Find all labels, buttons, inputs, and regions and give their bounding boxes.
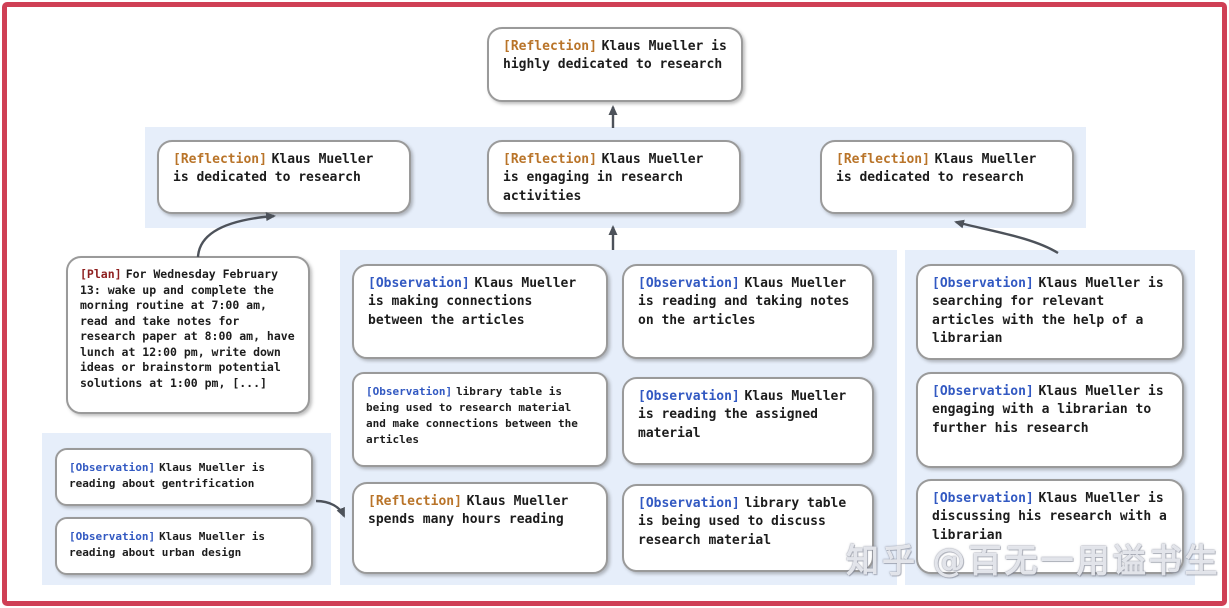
- node-reflection-hours-reading: [Reflection]Klaus Mueller spends many ho…: [352, 482, 608, 574]
- observation-tag: [Observation]: [932, 384, 1034, 399]
- node-observation-library-research: [Observation]library table is being used…: [352, 372, 608, 467]
- node-root-reflection: [Reflection]Klaus Mueller is highly dedi…: [487, 27, 743, 102]
- node-reflection-right: [Reflection]Klaus Mueller is dedicated t…: [820, 140, 1074, 214]
- node-observation-library-discuss: [Observation]library table is being used…: [622, 484, 874, 572]
- node-text: Klaus Mueller is dedicated to research: [836, 152, 1037, 186]
- observation-tag: [Observation]: [638, 496, 740, 511]
- node-text: Klaus Mueller is highly dedicated to res…: [503, 39, 727, 73]
- reflection-tag: [Reflection]: [503, 39, 597, 54]
- observation-tag: [Observation]: [638, 389, 740, 404]
- observation-tag: [Observation]: [368, 276, 470, 291]
- node-observation-taking-notes: [Observation]Klaus Mueller is reading an…: [622, 264, 874, 359]
- node-text: library table is being used to research …: [366, 385, 578, 446]
- node-observation-engaging-librarian: [Observation]Klaus Mueller is engaging w…: [916, 372, 1184, 468]
- plan-tag: [Plan]: [80, 267, 122, 281]
- node-text: Klaus Mueller is reading and taking note…: [638, 276, 850, 328]
- observation-tag: [Observation]: [932, 276, 1034, 291]
- node-observation-gentrification: [Observation]Klaus Mueller is reading ab…: [55, 448, 313, 506]
- node-text: Klaus Mueller is engaging in research ac…: [503, 152, 704, 204]
- node-reflection-left: [Reflection]Klaus Mueller is dedicated t…: [157, 140, 411, 214]
- node-text: Klaus Mueller is reading the assigned ma…: [638, 389, 847, 441]
- reflection-tag: [Reflection]: [173, 152, 267, 167]
- node-observation-urban-design: [Observation]Klaus Mueller is reading ab…: [55, 517, 313, 575]
- observation-tag: [Observation]: [69, 461, 156, 474]
- node-text: Klaus Mueller is making connections betw…: [368, 276, 577, 328]
- observation-tag: [Observation]: [366, 385, 453, 398]
- node-observation-connections: [Observation]Klaus Mueller is making con…: [352, 264, 608, 359]
- observation-tag: [Observation]: [638, 276, 740, 291]
- zhihu-watermark: 知乎 @百无一用谥书生: [846, 541, 1221, 580]
- node-text: Klaus Mueller is searching for relevant …: [932, 276, 1164, 347]
- node-reflection-middle: [Reflection]Klaus Mueller is engaging in…: [487, 140, 741, 214]
- reflection-tag: [Reflection]: [836, 152, 930, 167]
- node-plan: [Plan]For Wednesday February 13: wake up…: [66, 256, 310, 414]
- node-observation-discussing-research: [Observation]Klaus Mueller is discussing…: [916, 479, 1184, 574]
- node-observation-searching-articles: [Observation]Klaus Mueller is searching …: [916, 264, 1184, 360]
- node-observation-assigned-material: [Observation]Klaus Mueller is reading th…: [622, 377, 874, 465]
- node-text: Klaus Mueller is reading about urban des…: [69, 530, 266, 559]
- node-text: For Wednesday February 13: wake up and c…: [80, 267, 295, 390]
- node-text: Klaus Mueller spends many hours reading: [368, 494, 569, 528]
- node-text: Klaus Mueller is discussing his research…: [932, 491, 1167, 543]
- reflection-tag: [Reflection]: [503, 152, 597, 167]
- node-text: library table is being used to discuss r…: [638, 496, 847, 548]
- node-text: Klaus Mueller is dedicated to research: [173, 152, 374, 186]
- observation-tag: [Observation]: [69, 530, 156, 543]
- node-text: Klaus Mueller is reading about gentrific…: [69, 461, 266, 490]
- observation-tag: [Observation]: [932, 491, 1034, 506]
- node-text: Klaus Mueller is engaging with a librari…: [932, 384, 1164, 436]
- reflection-tag: [Reflection]: [368, 494, 462, 509]
